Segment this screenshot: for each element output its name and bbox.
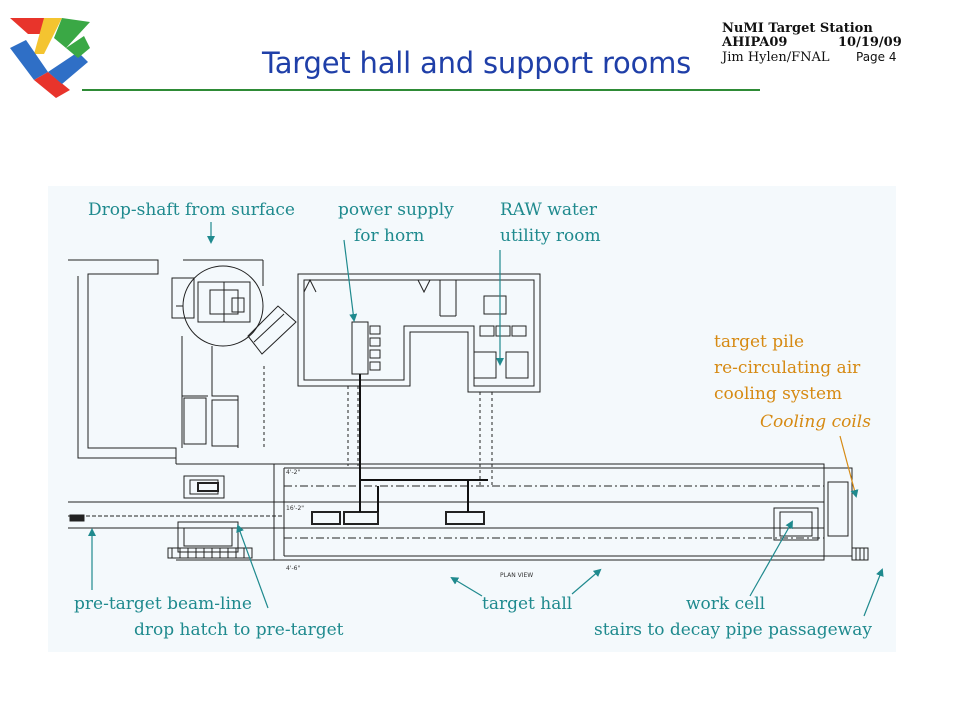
drop-shaft-outline (182, 265, 264, 347)
header-event-title: NuMI Target Station (722, 21, 873, 36)
target-hall-arrow-left (450, 576, 483, 597)
angled-chute (247, 305, 297, 355)
work-cell-arrow (749, 520, 793, 597)
svg-text:16'-2": 16'-2" (286, 505, 304, 512)
label-drop-hatch: drop hatch to pre-target (134, 620, 344, 640)
header-page-number: Page 4 (856, 50, 897, 64)
pre-target-block (183, 475, 225, 499)
drop-hatch-block (177, 521, 239, 553)
label-power-supply-1: power supply (338, 200, 454, 220)
label-target-pile-2: re-circulating air (714, 358, 861, 378)
label-work-cell: work cell (686, 594, 766, 614)
drop-hatch-arrow (236, 524, 269, 609)
target-hall-arrow-right (571, 568, 602, 595)
power-supply-arrow (343, 239, 358, 322)
plan-drawing: 4'-2" 16'-2" 4'-6" (68, 222, 884, 617)
label-power-supply-2: for horn (354, 226, 425, 246)
water-pump (483, 295, 507, 315)
label-raw-water-2: utility room (500, 226, 601, 246)
work-cell (773, 507, 819, 541)
title-underline (82, 89, 760, 91)
plan-view-diagram: 4'-2" 16'-2" 4'-6" PLAN VIEW Drop-shaft … (48, 186, 896, 652)
cooling-coils-arrow (839, 435, 859, 498)
svg-text:4'-6": 4'-6" (286, 565, 300, 572)
plan-view-caption: PLAN VIEW (500, 572, 534, 579)
label-pre-target: pre-target beam-line (74, 594, 252, 614)
header-date: 10/19/09 (838, 35, 902, 50)
horn-power-cable (359, 374, 488, 512)
power-supply-unit (351, 321, 369, 375)
power-supply-room-wall (297, 273, 541, 393)
target-hall-wall (176, 463, 825, 561)
label-target-pile-3: cooling system (714, 384, 843, 404)
label-cooling-coils: Cooling coils (760, 412, 871, 432)
numi-logo (10, 18, 90, 98)
page-title: Target hall and support rooms (262, 46, 692, 80)
header-author: Jim Hylen/FNAL (722, 50, 830, 65)
header-conference: AHIPA09 (722, 35, 788, 50)
left-room-wall (68, 259, 177, 464)
decay-pipe-end (823, 467, 853, 557)
label-drop-shaft: Drop-shaft from surface (88, 200, 295, 220)
svg-text:4'-2": 4'-2" (286, 469, 300, 476)
label-target-pile-1: target pile (714, 332, 805, 352)
numi-tricolor-logo-icon (10, 18, 90, 98)
label-target-hall: target hall (482, 594, 573, 614)
label-raw-water-1: RAW water (500, 200, 597, 220)
label-stairs: stairs to decay pipe passageway (594, 620, 872, 640)
stairs-arrow (863, 568, 884, 617)
